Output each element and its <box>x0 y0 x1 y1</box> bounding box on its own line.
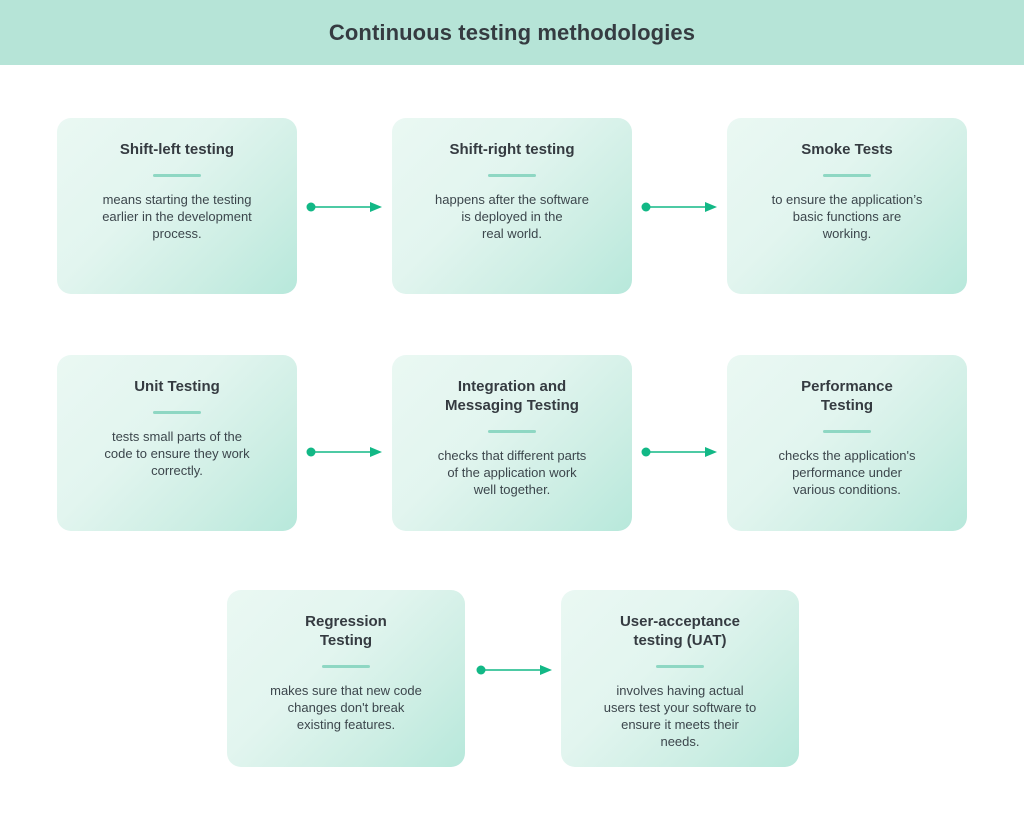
arrow-right-icon <box>306 199 382 215</box>
card-divider <box>153 411 201 414</box>
arrow-right-icon <box>641 199 717 215</box>
card-title: Unit Testing <box>134 378 220 395</box>
diagram-canvas: Shift-left testing means starting the te… <box>0 65 1024 826</box>
card-user-acceptance-testing-uat[interactable]: User-acceptance testing (UAT) involves h… <box>561 590 799 767</box>
card-title: User-acceptance testing (UAT) <box>619 613 741 649</box>
card-body: tests small parts of the code to ensure … <box>104 429 250 478</box>
card-divider <box>153 174 201 177</box>
arrow-right-icon <box>641 444 717 460</box>
page-header: Continuous testing methodologies <box>0 0 1024 65</box>
card-title: Performance Testing <box>801 378 893 414</box>
card-divider <box>322 665 370 668</box>
card-body: checks the application's performance und… <box>778 448 916 497</box>
card-body: to ensure the application’s basic functi… <box>771 192 923 241</box>
card-divider <box>488 174 536 177</box>
card-shift-left-testing[interactable]: Shift-left testing means starting the te… <box>57 118 297 294</box>
card-divider <box>823 174 871 177</box>
card-body: checks that different parts of the appli… <box>437 448 587 497</box>
card-divider <box>488 430 536 433</box>
card-integration-and-messaging-testing[interactable]: Integration and Messaging Testing checks… <box>392 355 632 531</box>
card-title: Shift-left testing <box>119 141 235 158</box>
card-divider <box>656 665 704 668</box>
arrow-right-icon <box>476 662 552 678</box>
card-body: happens after the software is deployed i… <box>435 192 589 241</box>
page-title: Continuous testing methodologies <box>328 19 696 45</box>
card-title: Regression Testing <box>305 613 387 649</box>
card-title: Shift-right testing <box>449 141 575 158</box>
arrow-right-icon <box>306 444 382 460</box>
card-body: means starting the testing earlier in th… <box>102 192 252 241</box>
card-title: Integration and Messaging Testing <box>445 378 579 414</box>
card-body: involves having actual users test your s… <box>603 683 757 749</box>
card-smoke-tests[interactable]: Smoke Tests to ensure the application’s … <box>727 118 967 294</box>
card-title: Smoke Tests <box>801 141 893 158</box>
card-body: makes sure that new code changes don't b… <box>270 683 422 732</box>
card-performance-testing[interactable]: Performance Testing checks the applicati… <box>727 355 967 531</box>
card-divider <box>823 430 871 433</box>
card-shift-right-testing[interactable]: Shift-right testing happens after the so… <box>392 118 632 294</box>
card-regression-testing[interactable]: Regression Testing makes sure that new c… <box>227 590 465 767</box>
card-unit-testing[interactable]: Unit Testing tests small parts of the co… <box>57 355 297 531</box>
